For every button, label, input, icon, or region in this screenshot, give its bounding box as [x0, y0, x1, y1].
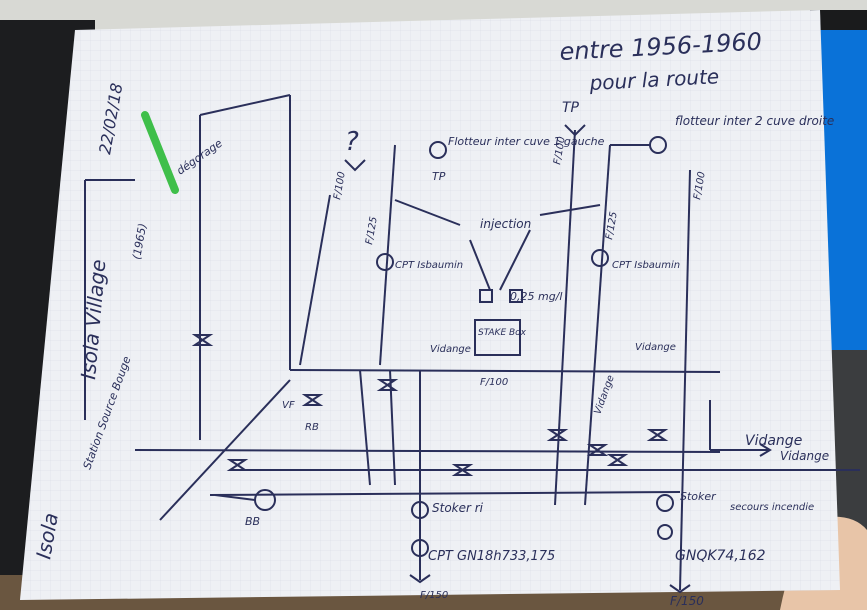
rb-label: RB [305, 422, 319, 433]
tp-left: TP [432, 170, 446, 183]
stoker-1: Stoker ri [432, 501, 484, 515]
flotteur-left: Flotteur inter cuve 1 gauche [448, 135, 605, 148]
f100-a: F/100 [332, 171, 348, 201]
secours-label: secours incendie [730, 502, 814, 513]
green-highlight [141, 111, 179, 194]
tp-top: TP [562, 100, 580, 116]
f100-b: F/100 [552, 136, 568, 166]
vidange-2: Vidange [635, 342, 676, 353]
vidange-arrow: Vidange [745, 433, 802, 449]
f150-a: F/150 [420, 590, 448, 601]
f125-a: F/125 [364, 216, 380, 246]
stoker-2: Stoker [680, 490, 717, 503]
cpt-bottom-1: CPT GN18h733,175 [428, 549, 555, 564]
flotteur-right: flotteur inter 2 cuve droite [675, 114, 834, 128]
f100-c: F/100 [692, 171, 708, 201]
injection: injection [480, 217, 531, 231]
f125-b: F/125 [604, 211, 620, 241]
cpt-bottom-2: GNQK74,162 [675, 548, 766, 564]
vidange-4: Vidange [780, 449, 829, 463]
question-left: ? [345, 127, 359, 157]
stake-box: STAKE Box [478, 328, 527, 338]
dose: 0,25 mg/l [510, 290, 562, 303]
f150-b: F/150 [670, 594, 704, 608]
cpt-right: CPT Isbaumin [612, 260, 680, 271]
vidange-1: Vidange [430, 344, 471, 355]
vf-label: VF [282, 400, 295, 411]
cpt-left: CPT Isbaumin [395, 260, 463, 271]
pipe-lines [84, 94, 860, 594]
f100-d: F/100 [480, 377, 508, 388]
annee-label: (1965) [130, 222, 149, 260]
bb-label: BB [245, 515, 260, 528]
